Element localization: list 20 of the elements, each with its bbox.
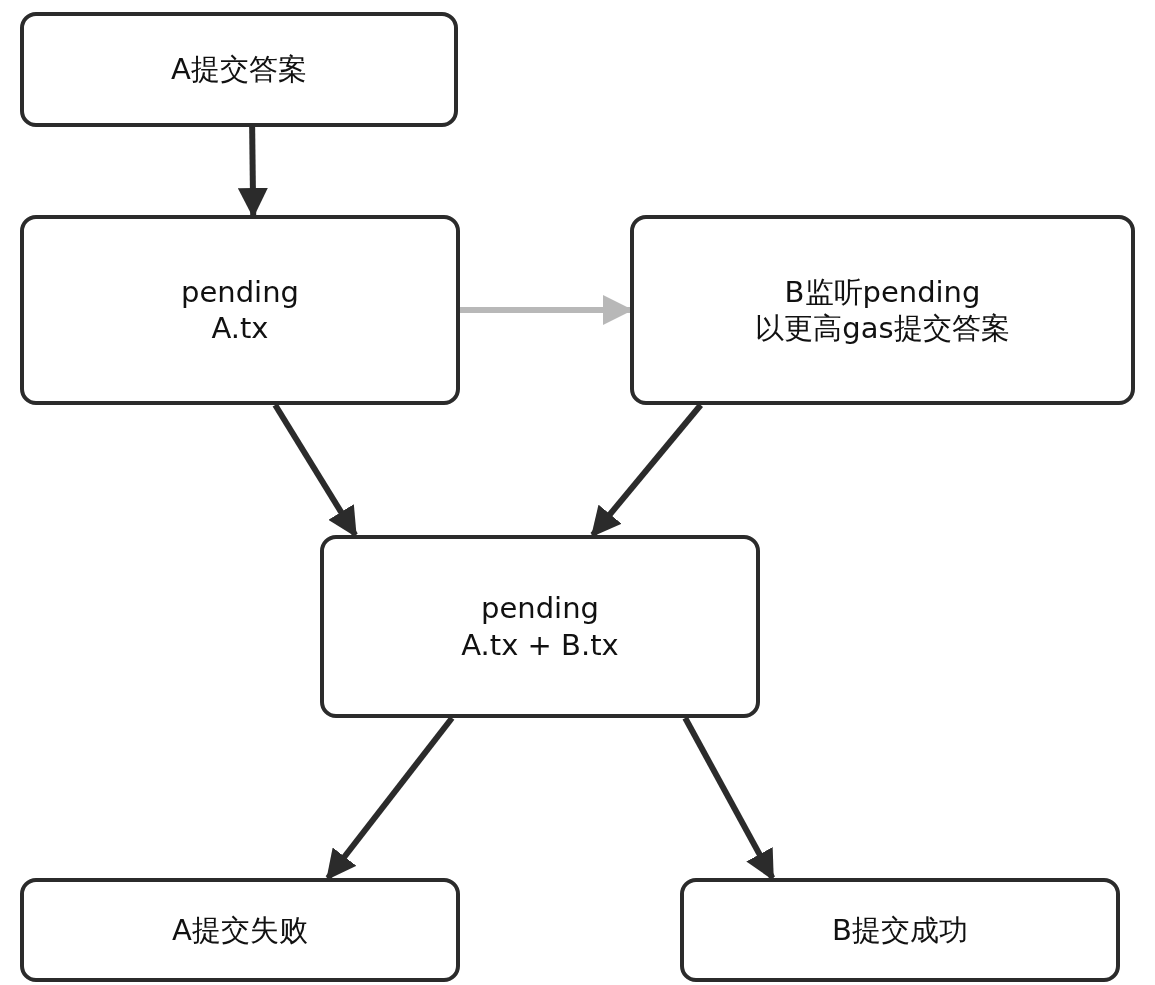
box-label: A提交失败: [172, 911, 308, 949]
arrow: [237, 126, 268, 218]
arrow: [590, 403, 703, 538]
box-label: A.tx: [211, 310, 269, 347]
process-box: [20, 878, 460, 982]
process-box: [20, 12, 458, 127]
arrow: [325, 716, 455, 881]
process-box: [680, 878, 1120, 982]
arrow: [682, 716, 776, 881]
box-label: pending: [181, 273, 299, 310]
process-box: [630, 215, 1135, 405]
box-label: B提交成功: [832, 911, 968, 949]
box-label: 以更高gas提交答案: [755, 310, 1010, 347]
box-label: pending: [481, 590, 599, 627]
arrow: [272, 403, 358, 538]
process-box: [320, 535, 760, 718]
box-label: A.tx + B.tx: [461, 626, 619, 663]
process-box: [20, 215, 460, 405]
box-label: A提交答案: [171, 51, 307, 88]
box-label: B监听pending: [784, 273, 981, 310]
